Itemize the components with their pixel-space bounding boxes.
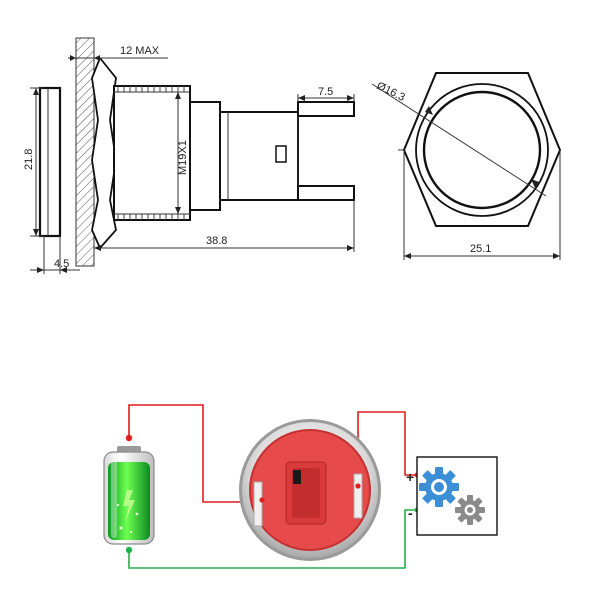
gear-small-icon	[455, 495, 485, 525]
label-minus: -	[408, 505, 413, 521]
rear-housing	[189, 101, 221, 211]
nut-outline	[91, 57, 117, 250]
gear-large-icon	[419, 467, 459, 507]
push-button-switch	[239, 419, 381, 561]
dim-4-5: 4.5	[30, 236, 80, 274]
terminal-bottom	[297, 185, 355, 201]
negative-wire	[128, 509, 417, 569]
label-21-8: 21.8	[23, 149, 35, 170]
switch-terminal-right	[353, 473, 363, 519]
side-view-drawing: 12 MAX 21.8 M19X1 7.5	[23, 37, 355, 274]
positive-wire	[128, 404, 258, 503]
label-plus: +	[406, 469, 414, 485]
dim-21-8: 21.8	[23, 87, 44, 237]
label-4-5: 4.5	[54, 258, 69, 270]
dim-m19x1: M19X1	[175, 92, 189, 214]
button-circle	[422, 90, 542, 210]
label-12max: 12 MAX	[120, 45, 160, 57]
switch-flange	[38, 86, 62, 238]
label-25-1: 25.1	[470, 243, 491, 255]
indicator-window	[275, 145, 287, 163]
positive-wire-load	[357, 411, 417, 485]
label-7-5: 7.5	[318, 86, 333, 98]
label-diameter: Ø16.3	[375, 80, 407, 104]
label-38-8: 38.8	[206, 235, 227, 247]
dim-7-5: 7.5	[297, 86, 355, 102]
label-m19x1: M19X1	[177, 140, 189, 175]
terminal-top	[297, 101, 355, 117]
front-view-drawing: Ø16.3 25.1	[371, 72, 562, 260]
dim-25-1: 25.1	[403, 150, 561, 260]
switch-terminal-left	[253, 481, 263, 527]
panel-hatch	[75, 37, 95, 267]
wiring-diagram: + -	[103, 404, 498, 569]
thread-ticks	[117, 86, 185, 220]
battery-icon	[103, 446, 155, 545]
dim-12max: 12 MAX	[68, 45, 168, 61]
load-device: + -	[406, 456, 498, 536]
dim-38-8: 38.8	[93, 200, 355, 252]
